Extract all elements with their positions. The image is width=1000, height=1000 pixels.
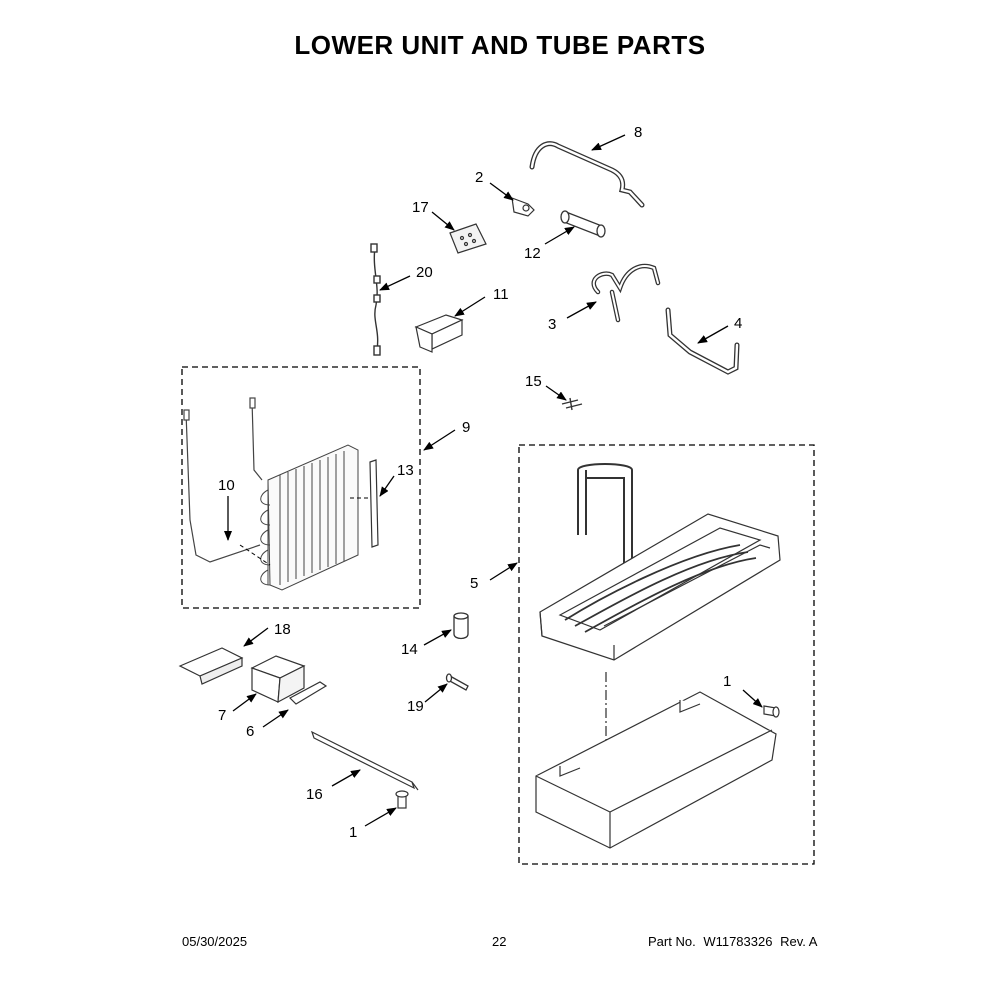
baffle-part-13[interactable] — [369, 459, 379, 548]
callout-1-pan: 1 — [723, 673, 731, 690]
condenser-dashed-guide — [239, 544, 271, 566]
footer-revision: Rev. A — [780, 934, 818, 949]
gasket-part-17[interactable] — [449, 223, 487, 254]
callout-20: 20 — [416, 264, 433, 281]
bracket-part-7[interactable] — [250, 655, 306, 704]
footer-part-number: W11783326 — [703, 934, 773, 949]
callout-17: 17 — [412, 199, 429, 216]
pin-part-19[interactable] — [445, 673, 469, 691]
tray-part-5[interactable] — [535, 691, 777, 849]
tube-part-4-inner — [666, 308, 739, 374]
drain-pan-group-box — [518, 444, 815, 865]
callout-15: 15 — [525, 373, 542, 390]
drain-pan-part-5[interactable] — [539, 463, 781, 661]
strap-part-16[interactable] — [310, 730, 419, 791]
insulation-tube-part-12[interactable] — [560, 210, 606, 238]
cap-part-14[interactable] — [453, 612, 469, 640]
callout-7: 7 — [218, 707, 226, 724]
clamp-part-2[interactable] — [511, 197, 535, 217]
footer-page-number: 22 — [492, 934, 507, 949]
callout-16: 16 — [306, 786, 323, 803]
callout-8: 8 — [634, 124, 642, 141]
callout-4: 4 — [734, 315, 742, 332]
callout-13: 13 — [397, 462, 414, 479]
callout-5: 5 — [470, 575, 478, 592]
tube-part-8-inner — [530, 142, 644, 207]
footer-part-info: Part No. W11783326 Rev. A — [648, 934, 821, 949]
tube-part-8[interactable] — [529, 141, 645, 208]
screw-part-1-pan[interactable] — [763, 705, 780, 718]
callout-3: 3 — [548, 316, 556, 333]
callout-18: 18 — [274, 621, 291, 638]
page-title: LOWER UNIT AND TUBE PARTS — [294, 30, 706, 60]
clip-part-15[interactable] — [561, 397, 583, 411]
callout-11: 11 — [493, 286, 509, 303]
condenser-tubing-part-10[interactable] — [183, 397, 263, 563]
tube-part-3-inner — [592, 265, 659, 321]
bracket-part-11[interactable] — [414, 314, 464, 353]
callout-19: 19 — [407, 698, 424, 715]
callout-2: 2 — [475, 169, 483, 186]
callout-14: 14 — [401, 641, 418, 658]
screw-part-1-lower[interactable] — [395, 790, 409, 809]
leader-arrows — [224, 134, 763, 827]
wire-harness-part-20[interactable] — [370, 243, 381, 356]
plate-part-6[interactable] — [289, 681, 328, 705]
condenser-coil-part-9[interactable] — [260, 444, 359, 591]
cover-part-18[interactable] — [178, 647, 244, 685]
callout-1-lower: 1 — [349, 824, 357, 841]
callout-6: 6 — [246, 723, 254, 740]
callout-9: 9 — [462, 419, 470, 436]
callout-12: 12 — [524, 245, 541, 262]
footer-date: 05/30/2025 — [182, 934, 248, 949]
footer-part-label: Part No. — [648, 934, 696, 949]
callout-10: 10 — [218, 477, 235, 494]
